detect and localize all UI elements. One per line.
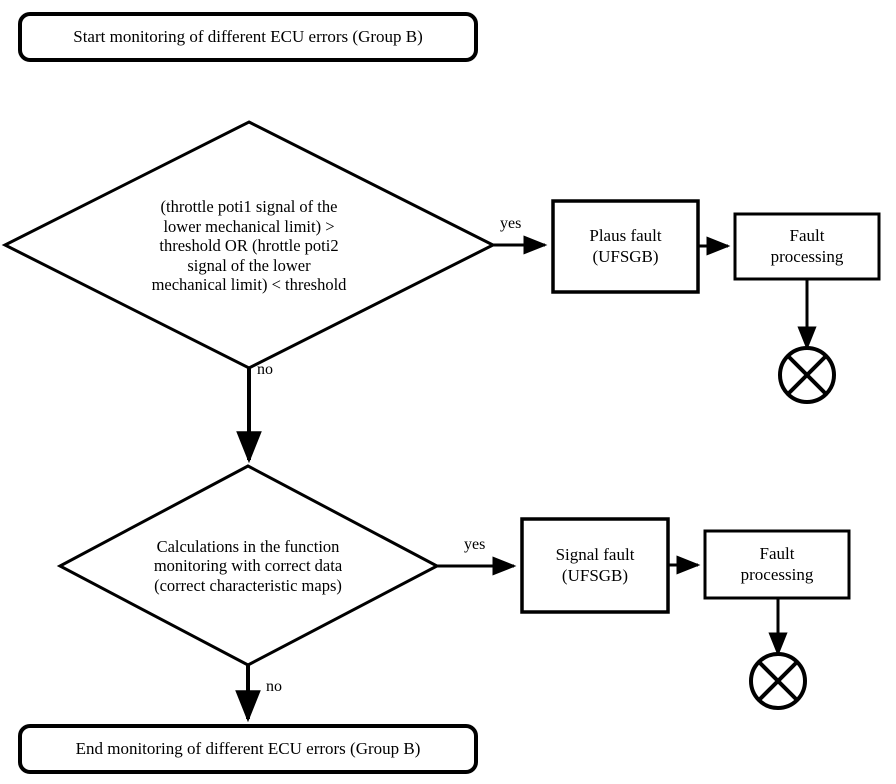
decision2-shape[interactable] [56,464,441,667]
decision1-shape[interactable] [1,120,497,370]
terminator-circle-2-cross-b [757,660,799,702]
signal-fault-shape[interactable] [520,517,670,614]
terminator-circle-1-cross-b [786,354,828,396]
fault-processing-2-shape[interactable] [703,529,851,600]
fault-processing-1-shape[interactable] [733,212,881,281]
start-terminator-shape[interactable] [18,12,478,62]
plaus-fault-shape[interactable] [551,199,700,294]
end-terminator-shape[interactable] [18,724,478,774]
